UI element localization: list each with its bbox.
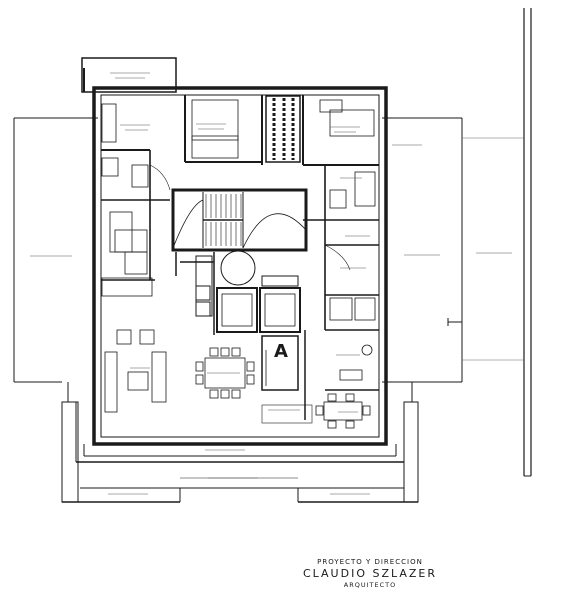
core-mark: A xyxy=(274,341,288,362)
bedroom-furniture xyxy=(101,99,375,159)
title-block: PROYECTO Y DIRECCION CLAUDIO SZLAZER ARQ… xyxy=(300,558,440,589)
title-project-line: PROYECTO Y DIRECCION xyxy=(317,558,423,566)
exterior-walls xyxy=(92,86,388,446)
entry-hall xyxy=(261,335,299,391)
breakfast-set xyxy=(315,393,371,429)
left-rooms xyxy=(101,150,171,297)
room-label-marks xyxy=(30,72,512,495)
title-architect-name: CLAUDIO SZLAZER xyxy=(302,567,438,580)
elevator-lobby xyxy=(175,250,301,335)
duct-shaft xyxy=(265,95,301,163)
left-patio xyxy=(13,117,98,383)
bottom-terrace xyxy=(61,382,419,503)
right-rooms xyxy=(303,165,379,381)
title-architect-role: ARQUITECTO xyxy=(343,581,397,589)
top-rooms xyxy=(101,95,379,166)
right-patio xyxy=(382,117,524,383)
stair-core xyxy=(171,188,308,252)
dining-set xyxy=(195,347,255,399)
living-furniture xyxy=(104,329,167,413)
top-balcony xyxy=(81,57,177,93)
right-vertical-bar xyxy=(523,8,532,477)
lower-partitions xyxy=(261,330,379,424)
